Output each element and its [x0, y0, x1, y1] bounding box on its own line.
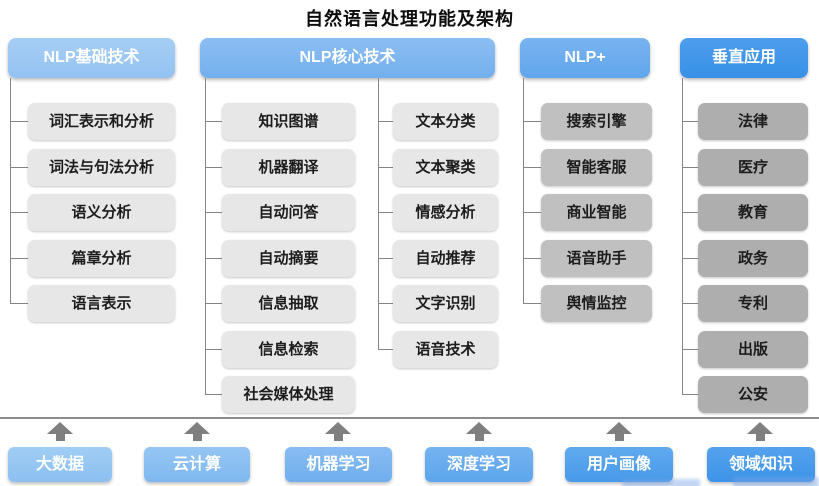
foundation-item: 用户画像 — [565, 447, 673, 482]
basic-tech-item: 语言表示 — [28, 285, 175, 322]
connector-line — [205, 349, 222, 350]
vertical-app-item: 法律 — [698, 103, 808, 140]
connector-line — [523, 78, 524, 303]
foundation-separator-line — [0, 417, 819, 419]
core-tech-item: 文本分类 — [393, 103, 498, 140]
column-header-nlp-plus: NLP+ — [520, 38, 650, 78]
connector-line — [205, 78, 206, 394]
core-tech-item: 信息抽取 — [222, 285, 355, 322]
connector-line — [523, 258, 541, 259]
foundation-item: 深度学习 — [425, 447, 533, 482]
connector-line — [10, 167, 28, 168]
column-header-core-tech: NLP核心技术 — [200, 38, 495, 78]
foundation-item: 领域知识 — [707, 447, 815, 482]
connector-line — [378, 303, 393, 304]
basic-tech-item: 词汇表示和分析 — [28, 103, 175, 140]
connector-line — [523, 121, 541, 122]
up-arrow-icon — [466, 422, 492, 442]
connector-line — [378, 167, 393, 168]
foundation-item: 大数据 — [8, 447, 112, 482]
connector-line — [523, 167, 541, 168]
column-header-basic-tech: NLP基础技术 — [8, 38, 175, 78]
core-tech-item: 自动摘要 — [222, 240, 355, 277]
vertical-app-item: 教育 — [698, 194, 808, 231]
core-tech-item: 社会媒体处理 — [222, 376, 355, 413]
connector-line — [682, 258, 698, 259]
column-header-vertical-app: 垂直应用 — [680, 38, 808, 78]
up-arrow-icon — [606, 422, 632, 442]
connector-line — [10, 78, 11, 303]
vertical-app-item: 政务 — [698, 240, 808, 277]
nlp-plus-item: 舆情监控 — [541, 285, 652, 322]
core-tech-item: 信息检索 — [222, 331, 355, 368]
connector-line — [682, 121, 698, 122]
connector-line — [10, 258, 28, 259]
watermark-remnant — [622, 479, 700, 486]
vertical-app-item: 公安 — [698, 376, 808, 413]
nlp-plus-item: 商业智能 — [541, 194, 652, 231]
connector-line — [205, 303, 222, 304]
nlp-plus-item: 智能客服 — [541, 149, 652, 186]
foundation-item: 云计算 — [144, 447, 250, 482]
vertical-app-item: 专利 — [698, 285, 808, 322]
up-arrow-icon — [47, 422, 73, 442]
connector-line — [10, 121, 28, 122]
core-tech-item: 文字识别 — [393, 285, 498, 322]
core-tech-item: 机器翻译 — [222, 149, 355, 186]
vertical-app-item: 出版 — [698, 331, 808, 368]
connector-line — [682, 394, 698, 395]
connector-line — [205, 212, 222, 213]
basic-tech-item: 语义分析 — [28, 194, 175, 231]
up-arrow-icon — [747, 422, 773, 442]
connector-line — [682, 167, 698, 168]
basic-tech-item: 词法与句法分析 — [28, 149, 175, 186]
vertical-app-item: 医疗 — [698, 149, 808, 186]
connector-line — [205, 394, 222, 395]
nlp-plus-item: 语音助手 — [541, 240, 652, 277]
watermark-remnant — [733, 477, 819, 486]
connector-line — [378, 121, 393, 122]
core-tech-item: 自动问答 — [222, 194, 355, 231]
connector-line — [682, 212, 698, 213]
connector-line — [378, 212, 393, 213]
basic-tech-item: 篇章分析 — [28, 240, 175, 277]
core-tech-item: 知识图谱 — [222, 103, 355, 140]
connector-line — [10, 212, 28, 213]
connector-line — [205, 121, 222, 122]
connector-line — [10, 303, 28, 304]
foundation-item: 机器学习 — [285, 447, 392, 482]
core-tech-item: 自动推荐 — [393, 240, 498, 277]
connector-line — [682, 303, 698, 304]
connector-line — [378, 258, 393, 259]
diagram-title: 自然语言处理功能及架构 — [305, 9, 514, 29]
connector-line — [523, 212, 541, 213]
core-tech-item: 语音技术 — [393, 331, 498, 368]
connector-line — [523, 303, 541, 304]
core-tech-item: 情感分析 — [393, 194, 498, 231]
core-tech-item: 文本聚类 — [393, 149, 498, 186]
connector-line — [682, 78, 683, 394]
nlp-plus-item: 搜索引擎 — [541, 103, 652, 140]
connector-line — [378, 78, 379, 349]
connector-line — [682, 349, 698, 350]
up-arrow-icon — [184, 422, 210, 442]
up-arrow-icon — [325, 422, 351, 442]
connector-line — [378, 349, 393, 350]
connector-line — [205, 258, 222, 259]
connector-line — [205, 167, 222, 168]
